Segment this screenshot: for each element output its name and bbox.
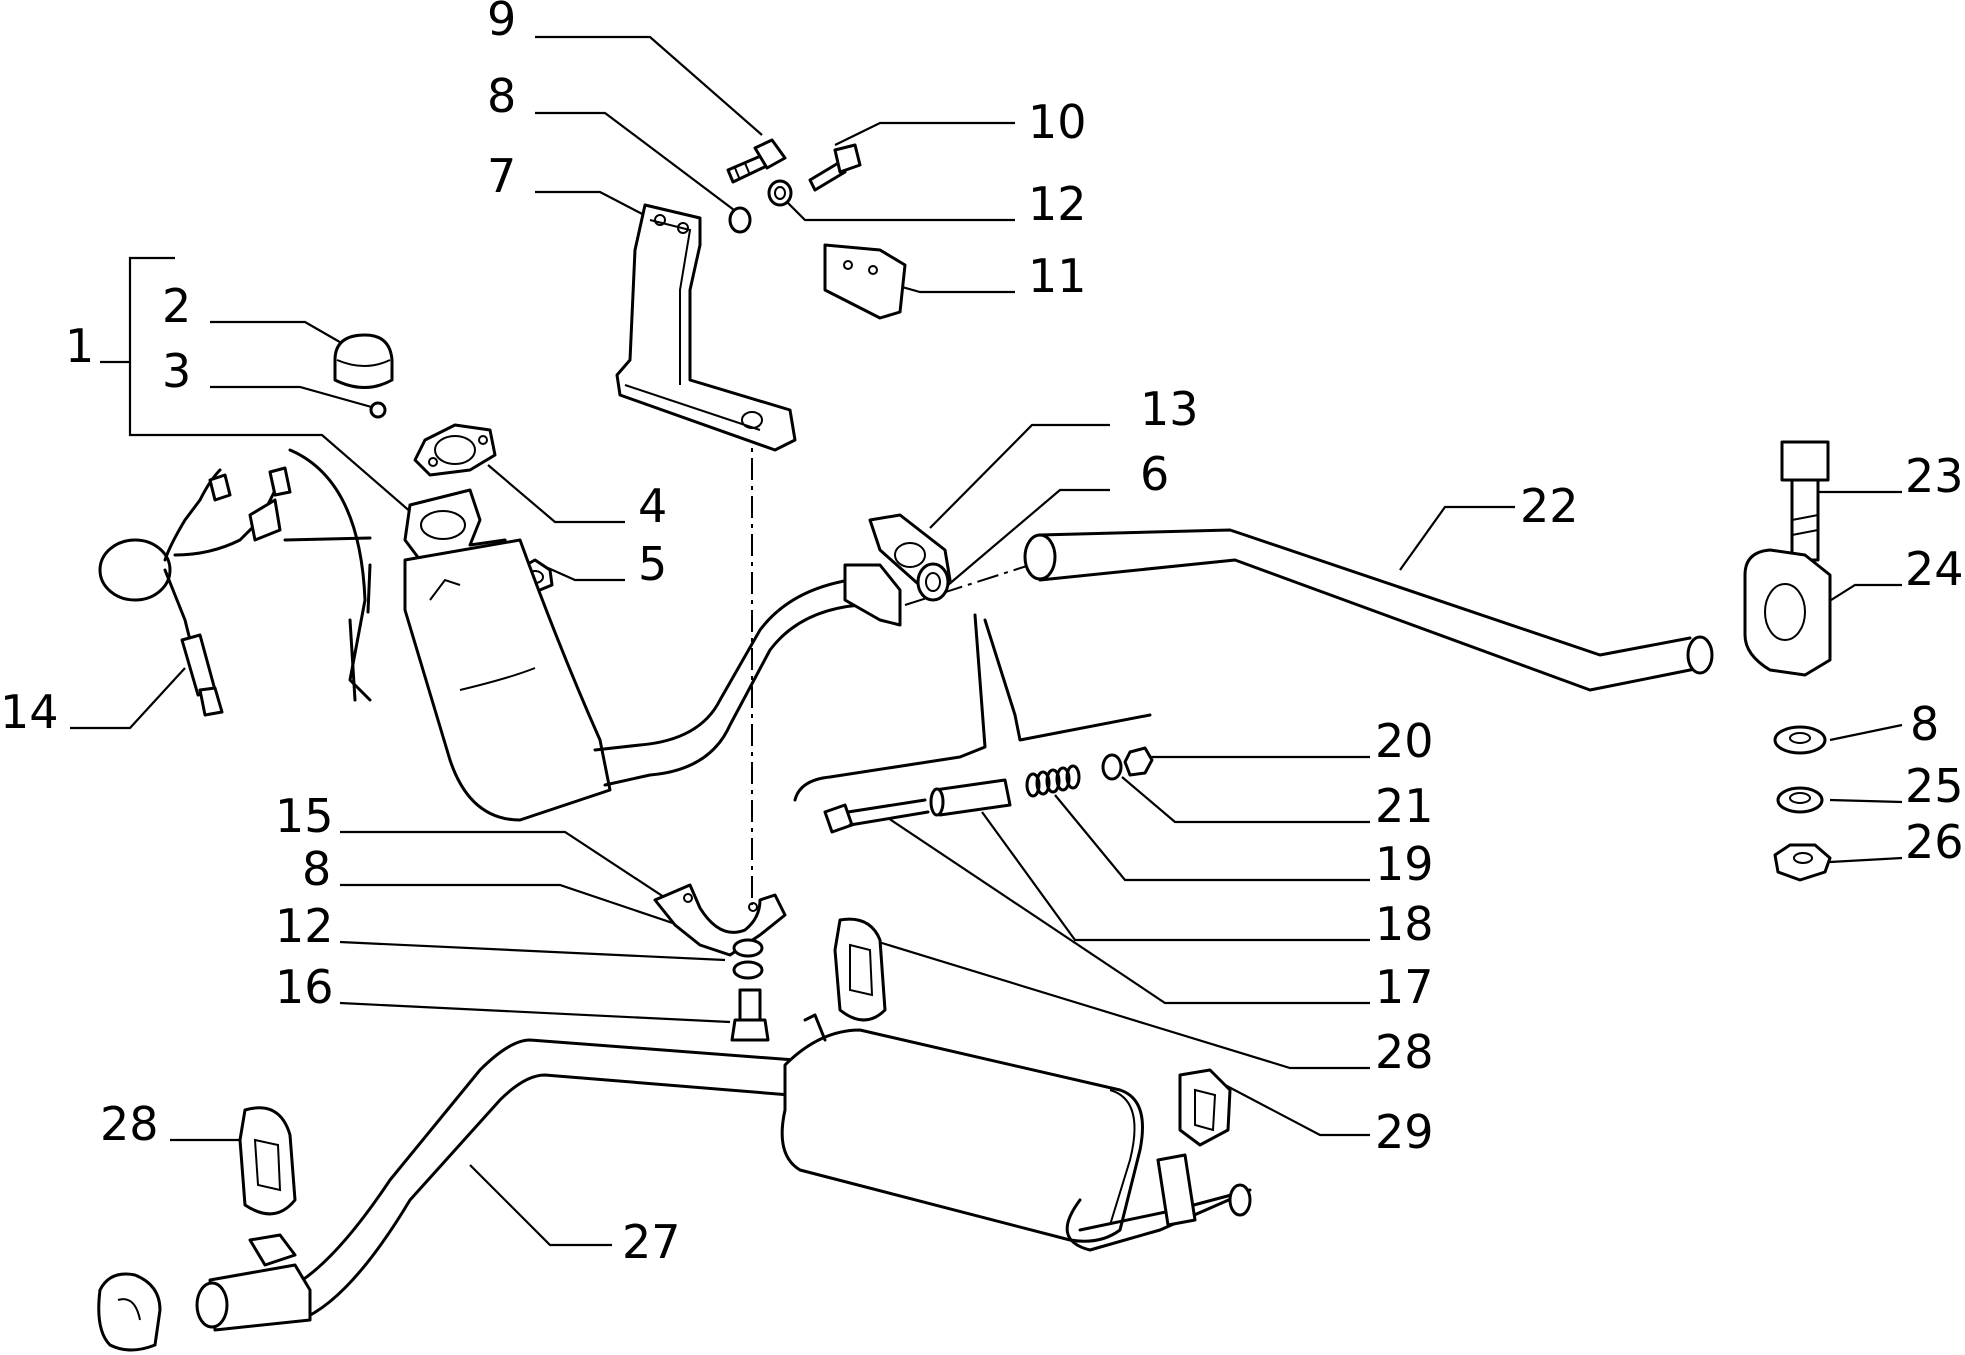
callout-8-top: 8 xyxy=(487,69,516,123)
part-22-intermediate-pipe-icon xyxy=(1023,528,1714,692)
part-8-washer-icon xyxy=(728,206,752,234)
callout-10: 10 xyxy=(1028,95,1087,149)
callout-23: 23 xyxy=(1905,449,1964,503)
part-28-rubber-mount-left-icon xyxy=(238,1106,297,1216)
callout-28-right: 28 xyxy=(1375,1025,1434,1079)
callout-4: 4 xyxy=(638,479,667,533)
callout-9: 9 xyxy=(487,0,516,46)
part-11-plate-icon xyxy=(823,243,907,320)
callout-11: 11 xyxy=(1028,249,1087,303)
part-6-ring-icon xyxy=(916,562,950,602)
callout-14: 14 xyxy=(0,685,59,739)
callout-5: 5 xyxy=(638,537,667,591)
callout-19: 19 xyxy=(1375,837,1434,891)
part-9-stud-icon xyxy=(726,138,787,184)
part-12-nut-icon xyxy=(767,179,793,207)
pipe-outline-detail xyxy=(793,613,1152,802)
part-27-rear-muffler-pipe-icon xyxy=(195,1013,1252,1332)
part-18-sleeve-icon xyxy=(929,778,1012,817)
leader-lines xyxy=(70,35,1903,1247)
callout-28-left: 28 xyxy=(100,1097,159,1151)
part-23-bolt-icon xyxy=(1780,440,1830,562)
part-16-bolt-icon xyxy=(730,988,770,1042)
part-8-washer-lower-icon xyxy=(732,938,764,958)
part-19-spring-icon xyxy=(1025,764,1081,798)
callout-12-top: 12 xyxy=(1028,177,1087,231)
callout-7: 7 xyxy=(487,149,516,203)
callout-8-right: 8 xyxy=(1910,697,1939,751)
bottom-left-clamp-icon xyxy=(97,1272,162,1352)
part-26-nut-icon xyxy=(1773,843,1832,882)
callout-16: 16 xyxy=(275,960,334,1014)
callout-2: 2 xyxy=(162,279,191,333)
callout-25: 25 xyxy=(1905,759,1964,813)
callout-27: 27 xyxy=(622,1215,681,1269)
part-1-catalytic-converter-icon xyxy=(283,448,902,822)
converter-heatshield-detail xyxy=(348,618,357,702)
part-8-washer-right-icon xyxy=(1773,725,1827,755)
callout-8-lower: 8 xyxy=(302,842,331,896)
part-4-gasket-icon xyxy=(413,423,497,477)
callout-26: 26 xyxy=(1905,815,1964,869)
callout-15: 15 xyxy=(275,789,334,843)
callout-18: 18 xyxy=(1375,897,1434,951)
callout-labels: 9 8 7 10 12 11 2 1 3 13 6 22 23 4 5 24 1… xyxy=(0,0,1964,1269)
callout-1: 1 xyxy=(65,319,94,373)
callout-20: 20 xyxy=(1375,714,1434,768)
part-10-bolt-icon xyxy=(808,143,862,192)
callout-3: 3 xyxy=(162,344,191,398)
part-3-ball-icon xyxy=(369,401,387,419)
callout-24: 24 xyxy=(1905,542,1964,596)
callout-22: 22 xyxy=(1520,479,1579,533)
part-25-split-washer-icon xyxy=(1776,786,1824,814)
part-2-cap-icon xyxy=(333,333,394,389)
part-7-bracket-icon xyxy=(615,203,797,452)
part-29-mount-icon xyxy=(1178,1068,1232,1147)
callout-17: 17 xyxy=(1375,960,1434,1014)
part-17-bolt-icon xyxy=(823,798,930,834)
callout-29: 29 xyxy=(1375,1105,1434,1159)
part-21-washer-icon xyxy=(1101,753,1123,781)
callout-13: 13 xyxy=(1140,382,1199,436)
callout-21: 21 xyxy=(1375,779,1434,833)
part-20-nut-icon xyxy=(1123,746,1154,777)
part-14-lambda-sensor-icon xyxy=(98,466,292,717)
callout-6: 6 xyxy=(1140,447,1169,501)
part-15-clamp-icon xyxy=(653,883,787,957)
part-28-rubber-mount-icon xyxy=(833,917,887,1022)
part-12-nut-lower-icon xyxy=(732,960,764,980)
callout-12-lower: 12 xyxy=(275,899,334,953)
part-24-clamp-icon xyxy=(1743,548,1832,677)
